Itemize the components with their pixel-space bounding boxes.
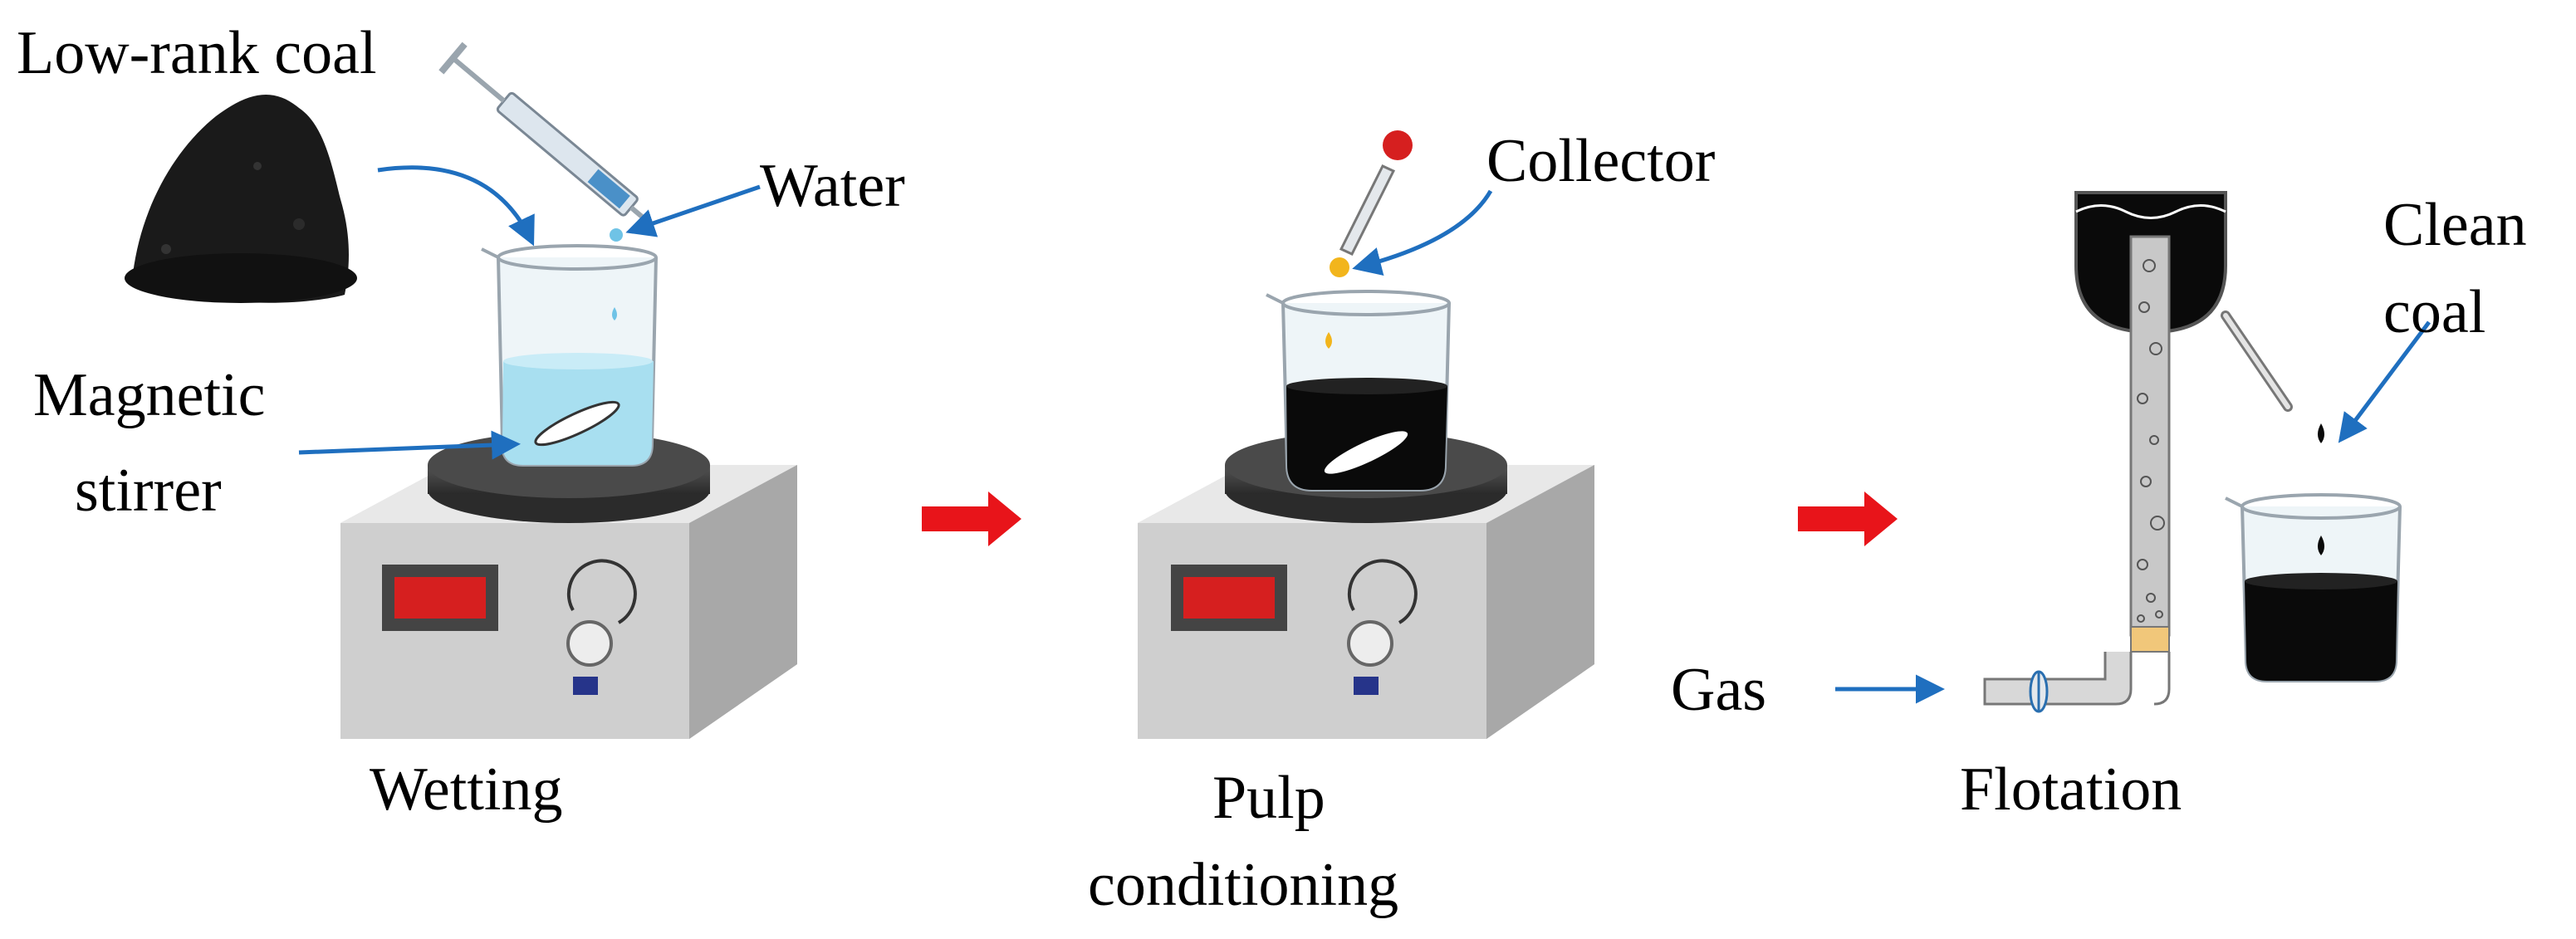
water-pointer-arrow bbox=[625, 184, 761, 237]
clean-coal-pointer-arrow bbox=[2338, 320, 2431, 443]
magnetic-stirrer-icon bbox=[340, 432, 797, 739]
label-low-rank-coal: Low-rank coal bbox=[17, 19, 377, 87]
valve-icon bbox=[2029, 670, 2049, 713]
label-magnetic: Magnetic bbox=[33, 361, 265, 429]
coal-pointer-arrow bbox=[377, 165, 535, 247]
clean-coal-drop-icon bbox=[2318, 423, 2324, 443]
water-drop-icon bbox=[610, 228, 623, 242]
step-arrow-1 bbox=[922, 492, 1021, 546]
label-wetting: Wetting bbox=[370, 756, 562, 824]
step-arrow-2 bbox=[1798, 492, 1898, 546]
beaker-icon bbox=[481, 244, 658, 467]
stirrer-pointer-arrow bbox=[298, 430, 521, 460]
label-collector: Collector bbox=[1486, 127, 1715, 195]
collector-pointer-arrow bbox=[1352, 189, 1493, 276]
beaker-icon bbox=[2225, 493, 2402, 682]
label-water: Water bbox=[760, 152, 905, 220]
beaker-icon bbox=[1266, 290, 1451, 492]
label-pulp: Pulp bbox=[1212, 764, 1325, 832]
dropper-icon bbox=[1339, 130, 1413, 256]
coal-pile-icon bbox=[125, 94, 357, 303]
label-coal: coal bbox=[2383, 278, 2485, 346]
label-conditioning: conditioning bbox=[1088, 851, 1398, 919]
syringe-icon bbox=[438, 42, 649, 223]
collector-drop-icon bbox=[1330, 257, 1349, 277]
label-stirrer: stirrer bbox=[75, 457, 222, 525]
label-gas: Gas bbox=[1671, 656, 1766, 724]
flotation-column-icon bbox=[1983, 191, 2293, 706]
label-flotation: Flotation bbox=[1960, 756, 2182, 824]
label-clean: Clean bbox=[2383, 191, 2527, 259]
